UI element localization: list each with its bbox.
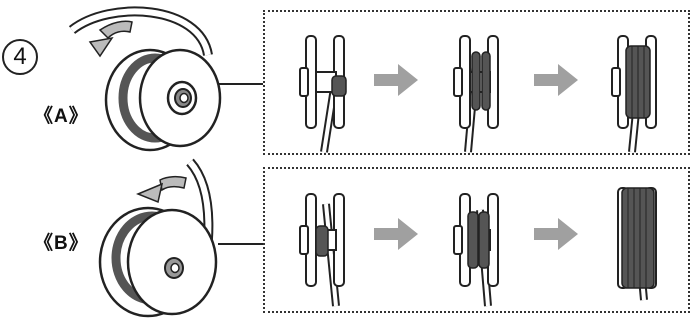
panel-b-step-1 xyxy=(299,193,345,307)
winding-arrow-icon-a2 xyxy=(534,64,578,96)
panel-a-step-1 xyxy=(299,35,347,153)
panel-b-sequence xyxy=(263,167,690,313)
bobbin-illustration-b xyxy=(98,158,218,318)
panel-b-step-3 xyxy=(617,187,657,301)
rotation-arrow-icon-a xyxy=(88,20,133,58)
panel-a-step-2 xyxy=(453,35,499,153)
winding-arrow-icon-b1 xyxy=(374,218,418,250)
winding-arrow-icon-a1 xyxy=(374,64,418,96)
variant-b-label: 《B》 xyxy=(34,233,89,254)
variant-a-label: 《A》 xyxy=(34,106,89,127)
step-number: 4 xyxy=(2,39,38,75)
panel-b-step-2 xyxy=(453,193,499,307)
panel-a-step-3 xyxy=(611,35,657,153)
bobbin-illustration-a xyxy=(68,6,222,152)
rotation-arrow-icon-b xyxy=(136,175,187,204)
panel-a-sequence xyxy=(263,10,690,155)
winding-arrow-icon-b2 xyxy=(534,218,578,250)
